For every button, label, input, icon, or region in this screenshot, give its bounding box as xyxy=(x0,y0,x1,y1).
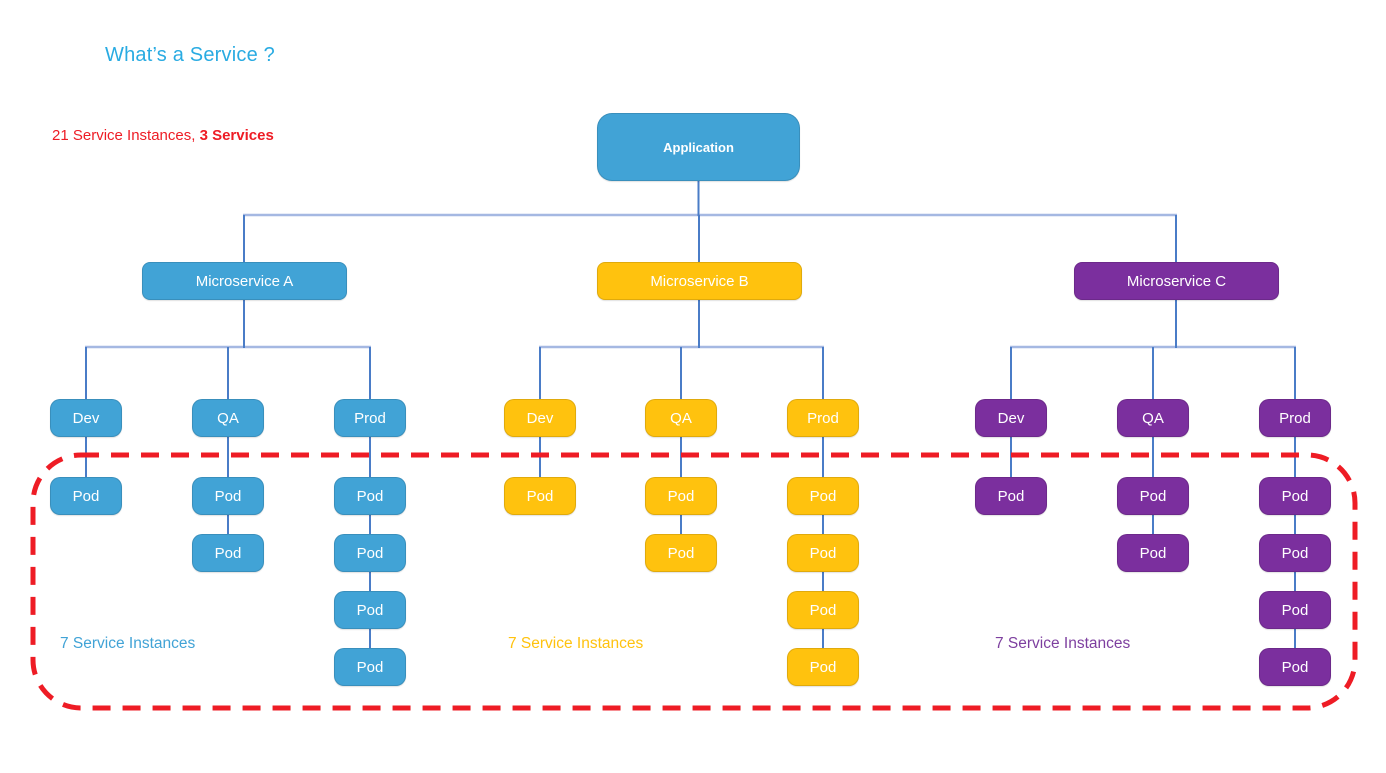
pod-node-c-prod-1: Pod xyxy=(1259,477,1331,515)
instances-label-a: 7 Service Instances xyxy=(60,635,196,652)
microservice-b-node: Microservice B xyxy=(597,262,802,300)
pod-node-b-prod-2: Pod xyxy=(787,534,859,572)
service-count-text: 3 Services xyxy=(199,127,274,144)
env-node-a-prod: Prod xyxy=(334,399,406,437)
pod-node-a-qa-2: Pod xyxy=(192,534,264,572)
pod-node-a-prod-4: Pod xyxy=(334,648,406,686)
instances-label-b: 7 Service Instances xyxy=(508,635,644,652)
microservice-c-node: Microservice C xyxy=(1074,262,1279,300)
microservice-a-node: Microservice A xyxy=(142,262,347,300)
pods-highlight-outline xyxy=(30,452,1358,711)
env-node-a-dev: Dev xyxy=(50,399,122,437)
instance-count-text: 21 Service Instances, xyxy=(52,127,200,144)
pod-node-a-dev-1: Pod xyxy=(50,477,122,515)
env-node-a-qa: QA xyxy=(192,399,264,437)
page-title: What’s a Service ? xyxy=(105,44,275,66)
pod-node-c-prod-2: Pod xyxy=(1259,534,1331,572)
pod-node-a-prod-2: Pod xyxy=(334,534,406,572)
pod-node-b-prod-1: Pod xyxy=(787,477,859,515)
pod-node-c-prod-3: Pod xyxy=(1259,591,1331,629)
pod-node-b-dev-1: Pod xyxy=(504,477,576,515)
env-node-b-dev: Dev xyxy=(504,399,576,437)
pod-node-c-qa-1: Pod xyxy=(1117,477,1189,515)
env-node-b-qa: QA xyxy=(645,399,717,437)
env-node-b-prod: Prod xyxy=(787,399,859,437)
env-node-c-qa: QA xyxy=(1117,399,1189,437)
pod-node-a-qa-1: Pod xyxy=(192,477,264,515)
pod-node-c-dev-1: Pod xyxy=(975,477,1047,515)
pod-node-b-prod-3: Pod xyxy=(787,591,859,629)
pod-node-a-prod-1: Pod xyxy=(334,477,406,515)
pod-node-b-prod-4: Pod xyxy=(787,648,859,686)
pod-node-a-prod-3: Pod xyxy=(334,591,406,629)
pod-node-c-prod-4: Pod xyxy=(1259,648,1331,686)
env-node-c-prod: Prod xyxy=(1259,399,1331,437)
pod-node-c-qa-2: Pod xyxy=(1117,534,1189,572)
pod-node-b-qa-2: Pod xyxy=(645,534,717,572)
pod-node-b-qa-1: Pod xyxy=(645,477,717,515)
env-node-c-dev: Dev xyxy=(975,399,1047,437)
application-node: Application xyxy=(597,113,800,181)
instances-label-c: 7 Service Instances xyxy=(995,635,1131,652)
instance-count-summary: 21 Service Instances, 3 Services xyxy=(52,127,274,144)
